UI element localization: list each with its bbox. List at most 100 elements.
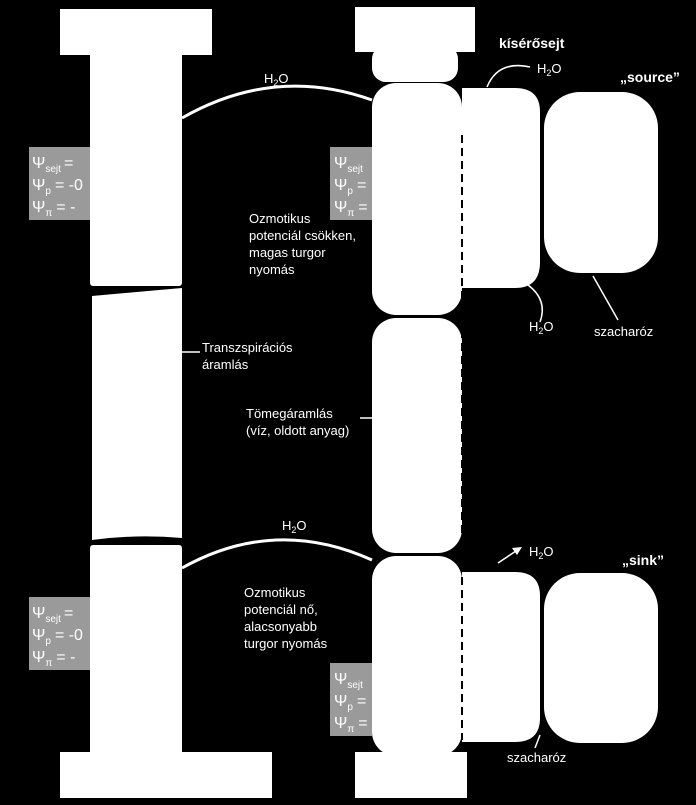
- water-arc-bottom: [181, 538, 373, 570]
- sink-note-line-2: potenciál nő,: [244, 602, 318, 617]
- potential-box-phloem-bottom: Ψsejt Ψp = Ψπ =: [330, 663, 372, 736]
- psi-eq: =: [358, 199, 367, 216]
- psi-symbol: Ψ: [334, 199, 347, 216]
- sieve-top-cap: [355, 7, 475, 52]
- psi-symbol: Ψ: [334, 715, 347, 732]
- sink-h2o-arrow-shaft: [497, 550, 517, 564]
- psi-symbol: Ψ: [32, 627, 45, 644]
- psi-eq: =: [357, 693, 366, 710]
- svg-text:Ψπ= -: Ψπ = -: [32, 199, 75, 219]
- psi-sub-cell: sejt: [45, 164, 61, 175]
- psi-eq: =: [64, 155, 73, 172]
- potential-box-bg: [29, 147, 90, 220]
- water-arc-top: [181, 84, 373, 120]
- mass-flow-line-2: (víz, oldott anyag): [246, 423, 349, 438]
- psi-sub-cell: sejt: [347, 164, 363, 175]
- mass-flow-line-1: Tömegáramlás: [246, 406, 333, 421]
- h2o-label-source-down: H2O: [529, 319, 554, 336]
- sucrose-label-sink: szacharóz: [507, 750, 566, 765]
- h2o-source-down-connector: [527, 284, 543, 323]
- psi-eq: = -: [56, 649, 75, 666]
- potential-box-bg: [29, 597, 90, 670]
- psi-symbol: Ψ: [334, 155, 347, 172]
- psi-sub-pi: π: [347, 724, 354, 735]
- sucrose-source-connector: [592, 275, 619, 321]
- potential-box-xylem-bottom: Ψsejt= Ψp = -0 Ψπ = -: [29, 597, 90, 670]
- psi-sub-p: p: [45, 636, 51, 647]
- psi-sub-pi: π: [45, 208, 52, 219]
- companion-cell-label: kísérősejt: [499, 35, 565, 51]
- xylem-element-1: [90, 52, 182, 286]
- potential-box-phloem-top: Ψsejt Ψp = Ψπ =: [330, 147, 372, 220]
- sink-h2o-arrow-head: [512, 547, 522, 555]
- psi-sub-p: p: [347, 702, 353, 713]
- transpiration-line-1: Transzspirációs: [202, 340, 293, 355]
- psi-symbol: Ψ: [334, 177, 347, 194]
- sink-note-line-1: Ozmotikus: [244, 585, 306, 600]
- sink-note-line-3: alacsonyabb: [244, 619, 317, 634]
- svg-text:Ψsejt: Ψsejt: [334, 671, 363, 691]
- connector-lines: [182, 64, 619, 749]
- svg-text:Ψp= -0: Ψp = -0: [32, 627, 83, 647]
- sieve-element-2: [372, 318, 462, 553]
- sink-label: „sink”: [622, 552, 664, 568]
- sieve-tube: [355, 7, 475, 798]
- potential-box-bg: [330, 663, 372, 736]
- psi-eq: =: [357, 177, 366, 194]
- svg-text:Ψπ=: Ψπ =: [334, 199, 368, 219]
- storage-cell-sink: [544, 573, 658, 743]
- source-note-line-4: nyomás: [249, 262, 295, 277]
- psi-sub-cell: sejt: [347, 680, 363, 691]
- svg-text:Ψsejt=: Ψsejt=: [32, 155, 73, 175]
- sieve-element-1: [372, 83, 462, 315]
- xylem-vessel: [60, 9, 272, 798]
- sieve-top-neck: [372, 45, 458, 82]
- sink-note: Ozmotikus potenciál nő, alacsonyabb turg…: [244, 585, 328, 651]
- svg-text:Ψp=: Ψp =: [334, 177, 366, 197]
- h2o-source-up-connector: [486, 64, 531, 88]
- h2o-label-source-up: H2O: [537, 61, 562, 78]
- psi-symbol: Ψ: [334, 671, 347, 688]
- psi-symbol: Ψ: [32, 605, 45, 622]
- psi-eq: =: [64, 605, 73, 622]
- companion-cell-sink: [462, 572, 540, 742]
- source-note-line-3: magas turgor: [249, 245, 326, 260]
- svg-text:Ψp= -0: Ψp = -0: [32, 177, 83, 197]
- psi-symbol: Ψ: [32, 199, 45, 216]
- sucrose-label-source: szacharóz: [594, 324, 653, 339]
- mass-flow-label: Tömegáramlás (víz, oldott anyag): [246, 406, 349, 438]
- source-cells: [462, 88, 658, 288]
- psi-eq: =: [358, 715, 367, 732]
- psi-symbol: Ψ: [32, 155, 45, 172]
- sink-note-line-4: turgor nyomás: [244, 636, 328, 651]
- psi-symbol: Ψ: [32, 649, 45, 666]
- h2o-label-top-arc: H2O: [264, 71, 289, 88]
- psi-sub-p: p: [45, 186, 51, 197]
- psi-eq: = -: [56, 199, 75, 216]
- sieve-bottom-cap: [355, 752, 467, 798]
- svg-text:Ψsejt=: Ψsejt=: [32, 605, 73, 625]
- psi-sub-pi: π: [45, 658, 52, 669]
- xylem-element-3: [90, 545, 182, 755]
- psi-eq: = -0: [55, 177, 83, 194]
- svg-text:Ψπ= -: Ψπ = -: [32, 649, 75, 669]
- source-note-line-2: potenciál csökken,: [249, 228, 356, 243]
- xylem-bottom-cap: [60, 752, 272, 798]
- potential-box-bg: [330, 147, 372, 220]
- potential-box-xylem-top: Ψsejt= Ψp = -0 Ψπ = -: [29, 147, 90, 220]
- sink-cells: [462, 572, 658, 743]
- psi-sub-pi: π: [347, 208, 354, 219]
- psi-symbol: Ψ: [32, 177, 45, 194]
- psi-eq: = -0: [55, 627, 83, 644]
- mesophyll-cell-source: [544, 92, 658, 273]
- sucrose-sink-connector: [534, 734, 541, 749]
- sieve-element-3: [372, 556, 462, 756]
- psi-symbol: Ψ: [334, 693, 347, 710]
- psi-sub-cell: sejt: [45, 614, 61, 625]
- sink-h2o-arrow: [497, 547, 522, 564]
- source-note-line-1: Ozmotikus: [249, 211, 311, 226]
- h2o-label-sink: H2O: [529, 544, 554, 561]
- psi-sub-p: p: [347, 186, 353, 197]
- svg-text:Ψπ=: Ψπ =: [334, 715, 368, 735]
